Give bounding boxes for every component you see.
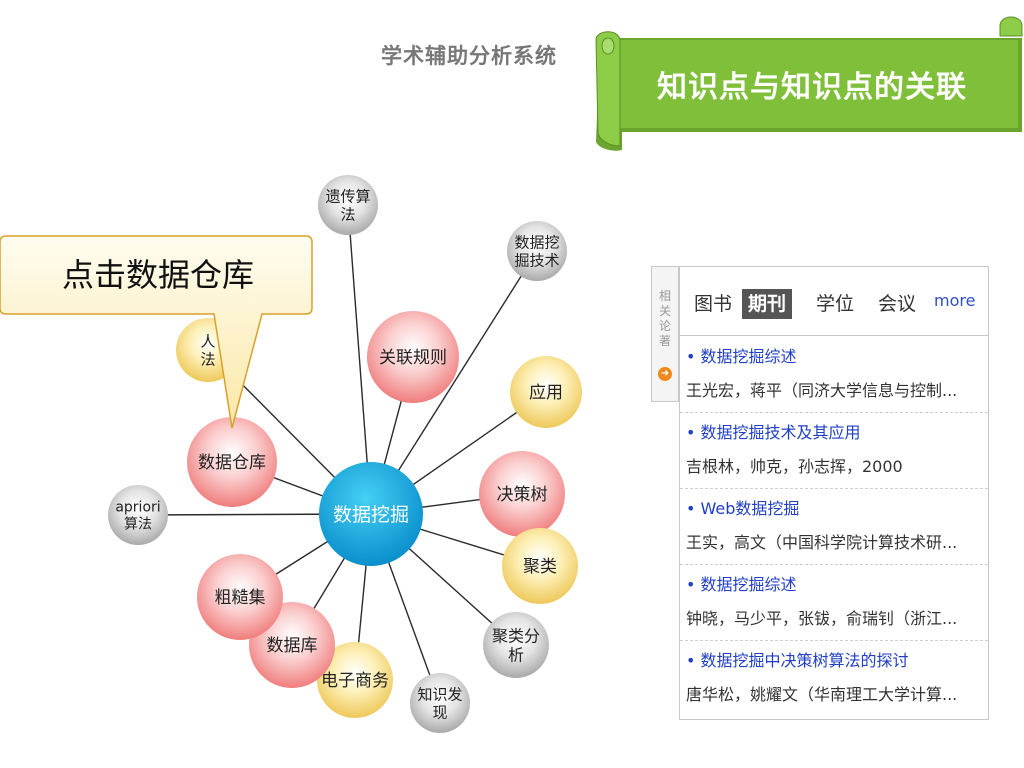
app-title: 学术辅助分析系统 [381,43,557,68]
list-item: • Web数据挖掘 王实，高文（中国科学院计算技术研... [680,489,988,565]
topic-node-label: 聚类分 [492,626,540,645]
topic-node-circle [502,528,578,604]
related-papers-side-tab[interactable]: 相关论著 ➜ [651,266,679,402]
paper-title-link[interactable]: • Web数据挖掘 [686,499,800,518]
expand-arrow-icon[interactable]: ➜ [658,367,672,381]
topic-node-label: apriori [115,500,160,516]
list-item: • 数据挖掘综述 钟晓，马少平，张钹，俞瑞钊（浙江... [680,565,988,641]
topic-node-label: 聚类 [523,557,557,577]
topic-node-hidden[interactable]: 人法 [176,318,240,382]
topic-node-sjwj-tech[interactable]: 数据挖掘技术 [507,221,567,281]
tab-books[interactable]: 图书 [694,293,733,315]
paper-title-link[interactable]: • 数据挖掘综述 [686,575,797,594]
topic-node-yingyong[interactable]: 应用 [510,356,582,428]
topic-node-circle [367,311,459,403]
paper-authors: 唐华松，姚耀文（华南理工大学计算... [686,685,958,704]
topic-node-circle [479,451,565,537]
paper-title-link[interactable]: • 数据挖掘中决策树算法的探讨 [686,651,909,670]
category-tabs: 图书 期刊 学位 会议 more [680,267,988,336]
topic-node-label: 现 [432,703,447,721]
banner-scroll [595,16,1023,151]
topic-node-label: 数据库 [267,636,318,656]
topic-node-circle [317,642,393,718]
paper-authors: 王实，高文（中国科学院计算技术研... [686,533,958,552]
list-item: • 数据挖掘综述 王光宏，蒋平（同济大学信息与控制... [680,337,988,413]
topic-node-label: 数据仓库 [198,453,266,473]
papers-list-box: 图书 期刊 学位 会议 more • 数据挖掘综述 王光宏，蒋平（同济大学信息与… [679,266,989,720]
topic-node-guanlian[interactable]: 关联规则 [367,311,459,403]
topic-node-sjck[interactable]: 数据仓库 [187,417,277,507]
hub-node-label: 数据挖掘 [333,504,409,526]
topic-node-label: 算法 [124,517,152,533]
topic-node-label: 法 [200,350,215,368]
topic-node-label: 应用 [529,383,563,403]
topic-node-julei[interactable]: 聚类 [502,528,578,604]
list-item: • 数据挖掘技术及其应用 吉根林，帅克，孙志挥，2000 [680,413,988,489]
list-item: • 数据挖掘中决策树算法的探讨 唐华松，姚耀文（华南理工大学计算... [680,641,988,716]
topic-node-circle [108,485,168,545]
tab-degrees[interactable]: 学位 [816,293,855,315]
topic-node-label: 粗糙集 [215,588,266,608]
topic-node-label: 决策树 [497,485,548,505]
more-link[interactable]: more [934,291,976,310]
paper-authors: 钟晓，马少平，张钹，俞瑞钊（浙江... [686,609,958,628]
topic-node-label: 法 [340,205,355,223]
topic-node-circle [187,417,277,507]
related-papers-panel: 相关论著 ➜ 图书 期刊 学位 会议 more • 数据挖掘综述 王光宏，蒋平（… [651,266,989,720]
topic-node-circle [318,175,378,235]
topic-node-label: 掘技术 [514,251,559,269]
papers-list: • 数据挖掘综述 王光宏，蒋平（同济大学信息与控制... • 数据挖掘技术及其应… [680,337,988,716]
topic-node-circle [483,612,549,678]
topic-node-label: 析 [508,645,524,664]
topic-node-label: 关联规则 [379,348,447,368]
paper-title-link[interactable]: • 数据挖掘综述 [686,347,797,366]
topic-node-cucao[interactable]: 粗糙集 [197,554,283,640]
side-tab-label: 相关论著 [658,289,671,348]
topic-node-circle [197,554,283,640]
topic-node-label: 知识发 [417,685,462,703]
topic-node-label: 人 [200,332,215,350]
topic-node-circle [410,673,470,733]
banner-title: 知识点与知识点的关联 [657,70,967,105]
paper-title-link[interactable]: • 数据挖掘技术及其应用 [686,423,861,442]
paper-authors: 王光宏，蒋平（同济大学信息与控制... [686,381,958,400]
paper-authors: 吉根林，帅克，孙志挥，2000 [686,457,903,476]
hub-node-data-mining[interactable]: 数据挖掘 [319,462,423,566]
callout-text: 点击数据仓库 [61,256,254,294]
topic-node-label: 数据挖 [514,233,559,251]
topic-node-label: 遗传算 [325,187,370,205]
topic-node-juece[interactable]: 决策树 [479,451,565,537]
topic-node-circle [507,221,567,281]
topic-node-dianzi[interactable]: 电子商务 [317,642,393,718]
topic-node-circle [510,356,582,428]
tab-journals[interactable]: 期刊 [742,289,793,319]
topic-node-label: 电子商务 [321,671,389,691]
tab-conferences[interactable]: 会议 [878,293,917,315]
